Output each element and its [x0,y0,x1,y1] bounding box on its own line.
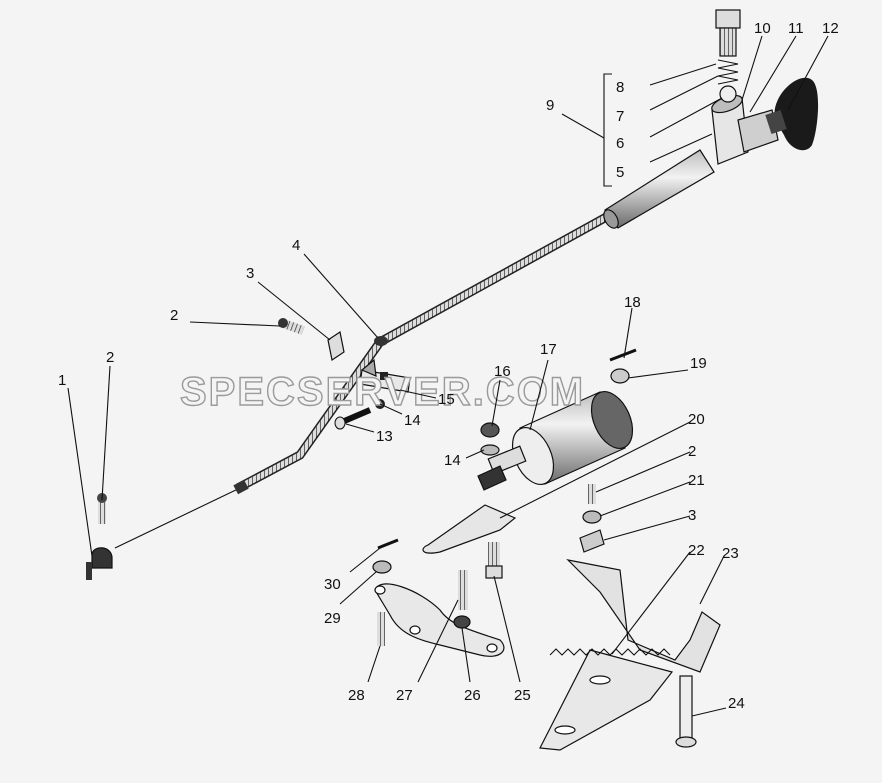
control-cable [114,211,613,549]
callout-20: 20 [688,411,705,428]
callout-19: 19 [690,355,707,372]
callout-14: 14 [404,412,421,429]
solenoid-17 [477,391,634,491]
callout-2: 2 [170,307,178,324]
callout-5: 5 [616,164,624,181]
callout-28: 28 [348,687,365,704]
callout-14: 14 [444,452,461,469]
callout-16: 16 [494,363,511,380]
callout-18: 18 [624,294,641,311]
callout-29: 29 [324,610,341,627]
callout-12: 12 [822,20,839,37]
callout-1: 1 [58,372,66,389]
nut-16 [480,422,500,438]
callout-6: 6 [616,135,624,152]
lever-20 [422,504,517,554]
callout-21: 21 [688,472,705,489]
screw-2-upper [278,318,305,335]
leader-lines [67,35,829,717]
callout-13: 13 [376,428,393,445]
clip-3 [327,331,345,361]
callout-8: 8 [616,79,624,96]
callout-26: 26 [464,687,481,704]
washer-26 [453,615,471,629]
watermark: SPECSERVER.COM [180,370,585,414]
clip-3-right [579,529,605,553]
callout-22: 22 [688,542,705,559]
bolt-28 [377,612,385,646]
screw-2-right [588,484,596,504]
bolt-25 [485,542,503,579]
callout-30: 30 [324,576,341,593]
washer-19 [610,368,630,384]
callout-4: 4 [292,237,300,254]
callout-23: 23 [722,545,739,562]
bolt-24 [675,675,697,748]
callout-15: 15 [438,391,455,408]
pin-18 [609,348,637,362]
washer-29 [372,560,392,574]
pin-30 [377,538,399,550]
callout-labels: 1 2 2 2 3 3 4 5 6 7 8 9 10 11 12 13 14 1… [58,20,839,712]
washer-21 [582,510,602,524]
callout-11: 11 [788,20,804,37]
callout-3: 3 [688,507,696,524]
callout-27: 27 [396,687,413,704]
callout-7: 7 [616,108,624,125]
callout-2: 2 [688,443,696,460]
callout-24: 24 [728,695,745,712]
callout-25: 25 [514,687,531,704]
callout-10: 10 [754,20,771,37]
callout-3: 3 [246,265,254,282]
callout-17: 17 [540,341,557,358]
stud-27 [458,570,468,610]
callout-2: 2 [106,349,114,366]
callout-9: 9 [546,97,554,114]
linkage-plate-27 [374,583,505,657]
washer-14 [480,444,500,456]
mounting-bracket [539,559,721,751]
handle-assembly [603,9,819,229]
cable-clamp-1 [86,547,113,580]
